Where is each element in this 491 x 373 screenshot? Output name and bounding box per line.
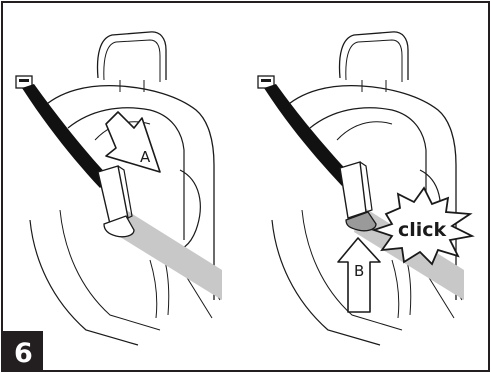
left-belt-anchor-slot	[19, 79, 29, 82]
callout-label-a: A	[140, 148, 151, 166]
step-number: 6	[14, 338, 33, 369]
step-badge: 6	[3, 331, 43, 371]
click-burst-text: click	[398, 219, 447, 241]
callout-label-b: B	[354, 262, 364, 280]
right-belt-anchor-slot	[261, 79, 271, 82]
